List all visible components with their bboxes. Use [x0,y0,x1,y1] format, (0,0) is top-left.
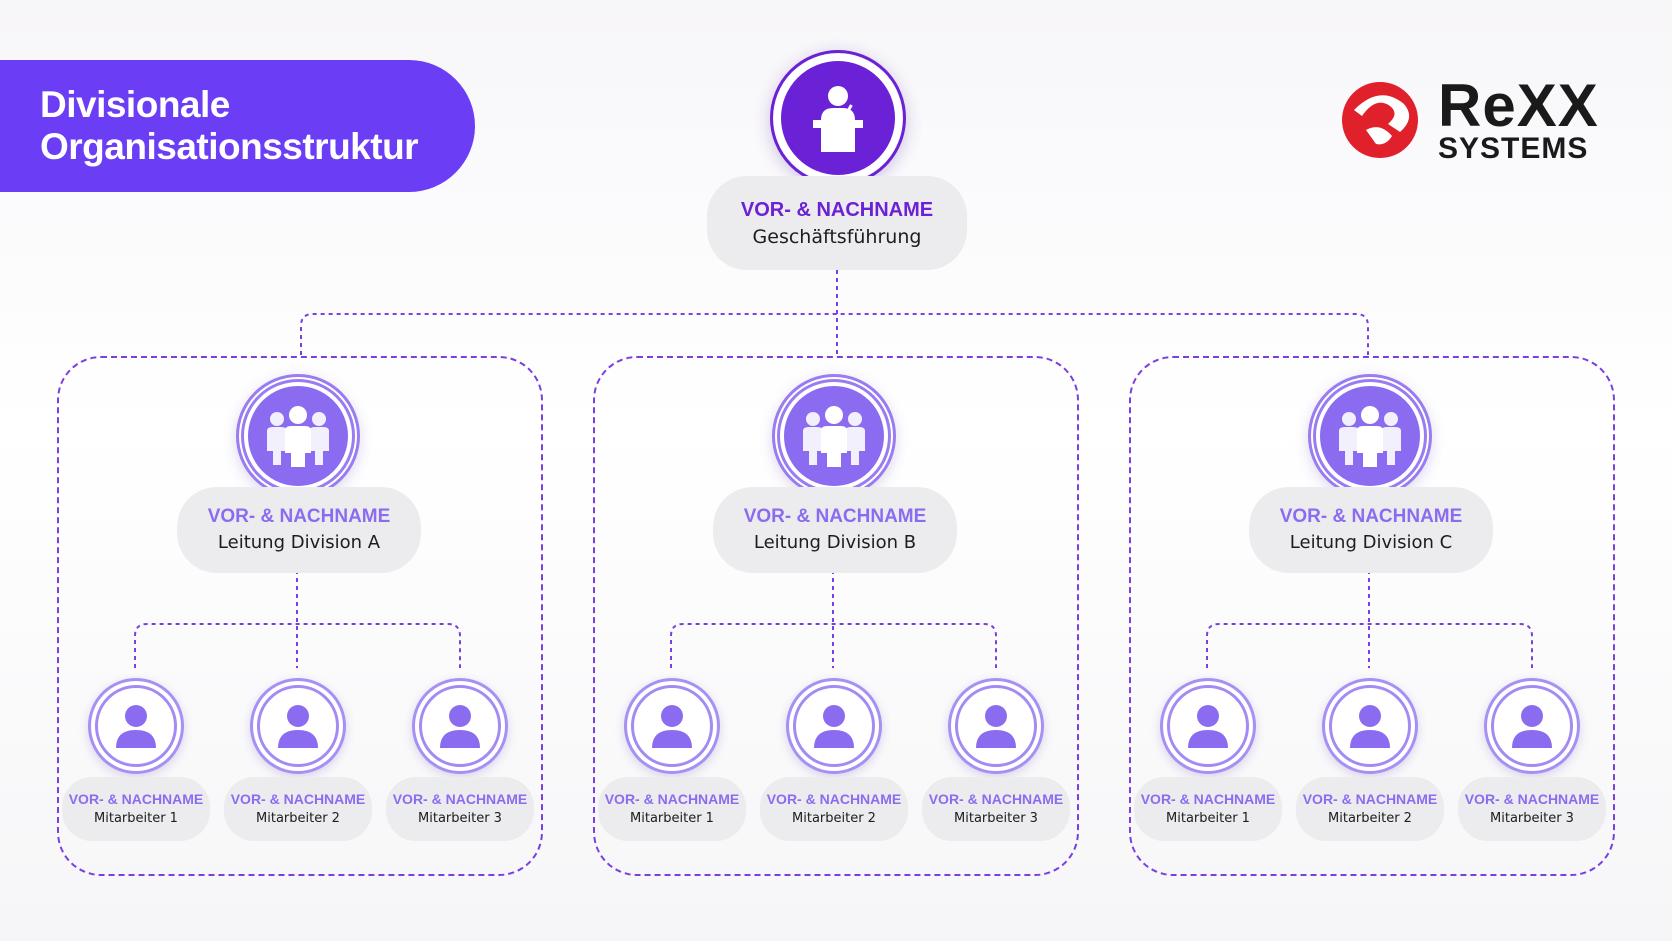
employee-role: Mitarbeiter 2 [1328,811,1412,826]
division-a-lead-avatar [236,374,360,498]
employee-avatar [624,678,720,774]
employee-role: Mitarbeiter 3 [954,811,1038,826]
employee-avatar [250,678,346,774]
division-c-lead-avatar [1308,374,1432,498]
division-a-lead-role: Leitung Division A [217,532,381,553]
person-icon [1512,705,1552,748]
logo-subtitle: SYSTEMS [1438,132,1589,165]
employee-name: VOR- & NACHNAME [604,791,740,807]
title-line-1: Divisionale [40,84,230,125]
division-b-lead-avatar [772,374,896,498]
group-icon [1339,406,1401,467]
employee-name: VOR- & NACHNAME [392,791,528,807]
person-icon [652,705,692,748]
division-c-lead-card: VOR- & NACHNAME Leitung Division C [1249,487,1493,573]
division-c-lead-role: Leitung Division C [1289,532,1453,553]
division-c-lead-name: VOR- & NACHNAME [1279,506,1463,527]
division-a-lead-name: VOR- & NACHNAME [207,506,391,527]
ceo-avatar [770,50,906,186]
employee-role: Mitarbeiter 2 [792,811,876,826]
ceo-name: VOR- & NACHNAME [740,199,934,221]
employee-card: VOR- & NACHNAME Mitarbeiter 3 [922,777,1070,841]
group-icon [803,406,865,467]
employee-avatar [1484,678,1580,774]
employee-name: VOR- & NACHNAME [1302,791,1438,807]
employee-role: Mitarbeiter 1 [94,811,178,826]
employee-card: VOR- & NACHNAME Mitarbeiter 2 [1296,777,1444,841]
employee-avatar [1160,678,1256,774]
ceo-card: VOR- & NACHNAME Geschäftsführung [707,176,967,270]
rexx-logo-icon [1342,82,1418,158]
employee-card: VOR- & NACHNAME Mitarbeiter 3 [1458,777,1606,841]
logo-wordmark: ReXX [1438,72,1599,139]
employee-role: Mitarbeiter 2 [256,811,340,826]
division-b-lead-card: VOR- & NACHNAME Leitung Division B [713,487,957,573]
employee-role: Mitarbeiter 1 [1166,811,1250,826]
employee-name: VOR- & NACHNAME [766,791,902,807]
rexx-logo: ReXX SYSTEMS [1340,72,1620,170]
division-b-lead-name: VOR- & NACHNAME [743,506,927,527]
person-icon [1188,705,1228,748]
employee-avatar [88,678,184,774]
employee-card: VOR- & NACHNAME Mitarbeiter 1 [62,777,210,841]
employee-card: VOR- & NACHNAME Mitarbeiter 3 [386,777,534,841]
employee-avatar [412,678,508,774]
person-icon [814,705,854,748]
person-icon [440,705,480,748]
person-icon [116,705,156,748]
employee-card: VOR- & NACHNAME Mitarbeiter 2 [224,777,372,841]
employee-card: VOR- & NACHNAME Mitarbeiter 1 [1134,777,1282,841]
employee-name: VOR- & NACHNAME [1140,791,1276,807]
ceo-role: Geschäftsführung [752,226,922,248]
division-a-group [57,356,543,876]
employee-name: VOR- & NACHNAME [68,791,204,807]
division-a-lead-card: VOR- & NACHNAME Leitung Division A [177,487,421,573]
division-c-group [1129,356,1615,876]
employee-card: VOR- & NACHNAME Mitarbeiter 1 [598,777,746,841]
title-banner: Divisionale Organisationsstruktur [0,60,475,192]
employee-name: VOR- & NACHNAME [928,791,1064,807]
person-icon [278,705,318,748]
speaker-podium-icon [813,86,863,152]
employee-name: VOR- & NACHNAME [1464,791,1600,807]
employee-card: VOR- & NACHNAME Mitarbeiter 2 [760,777,908,841]
division-b-lead-role: Leitung Division B [753,532,917,553]
employee-avatar [948,678,1044,774]
employee-avatar [786,678,882,774]
employee-role: Mitarbeiter 3 [418,811,502,826]
group-icon [267,406,329,467]
employee-role: Mitarbeiter 1 [630,811,714,826]
employee-role: Mitarbeiter 3 [1490,811,1574,826]
division-b-group [593,356,1079,876]
person-icon [976,705,1016,748]
person-icon [1350,705,1390,748]
title-line-2: Organisationsstruktur [40,126,419,167]
employee-name: VOR- & NACHNAME [230,791,366,807]
employee-avatar [1322,678,1418,774]
